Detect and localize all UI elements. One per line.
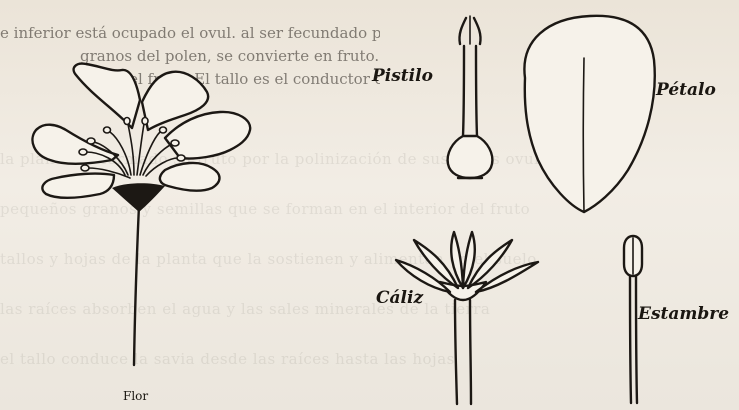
- petal-illustration: [524, 16, 654, 212]
- flower-stem: [134, 205, 139, 365]
- pistil-illustration: [448, 16, 493, 178]
- label-estambre: Estambre: [638, 304, 729, 324]
- label-flor: Flor: [123, 389, 148, 403]
- label-petalo: Pétalo: [656, 80, 716, 100]
- label-caliz: Cáliz: [376, 288, 423, 308]
- flower-petal: [160, 163, 220, 191]
- label-pistilo: Pistilo: [372, 66, 433, 86]
- flower-receptacle: [112, 183, 165, 212]
- flower-illustration: [32, 64, 250, 365]
- flower-petal: [165, 112, 250, 159]
- flower-petal: [42, 174, 114, 198]
- calyx-illustration: [396, 232, 538, 404]
